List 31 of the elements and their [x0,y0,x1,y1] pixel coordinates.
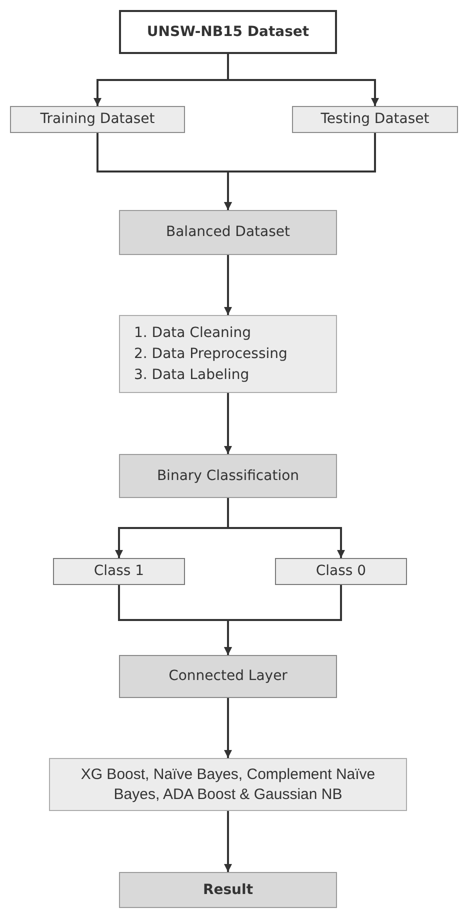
connector-arrow [224,698,232,758]
connector-arrow [224,585,342,655]
node-label: Class 1 [94,562,144,581]
connector-arrow [224,811,232,872]
connector-arrow [224,133,376,210]
node-label: Connected Layer [168,667,288,686]
connector-arrow [224,393,232,454]
class-box [53,558,185,585]
models-box [49,758,407,811]
node-label: Binary Classification [156,466,300,486]
steps-box [119,315,337,393]
process-box [119,655,337,698]
list-item: 2. Data Preprocessing [134,344,288,364]
node-label: XG Boost, Naïve Bayes, Complement Naïve Bayes, ADA Boost & Gaussian NB [80,765,376,804]
connector-arrow [224,255,232,315]
connector-arrow [227,54,379,106]
process-box [10,106,185,133]
dataset-box [119,10,337,54]
node-label: Class 0 [316,562,366,581]
node-label: Balanced Dataset [166,223,290,242]
process-box [292,106,458,133]
list-item: 1. Data Cleaning [134,324,252,342]
process-box [119,210,337,255]
node-label: Testing Dataset [320,110,430,129]
process-box [119,454,337,498]
node-label: Training Dataset [40,110,155,129]
result-box [119,872,337,908]
node-label: Result [202,880,254,900]
node-label: UNSW-NB15 Dataset [146,22,310,42]
list-item: 3. Data Labeling [134,366,250,384]
class-box [275,558,407,585]
